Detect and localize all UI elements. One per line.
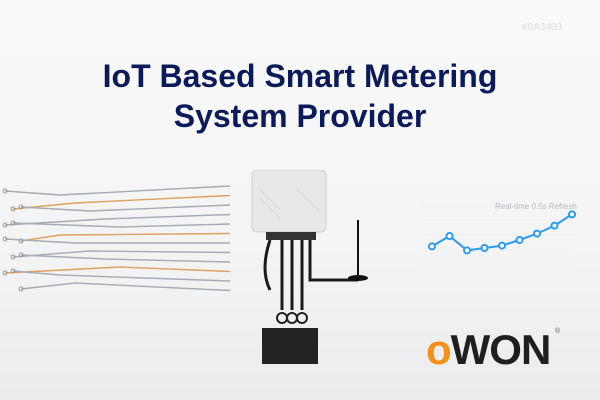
circuit-lines-graphic	[2, 185, 230, 292]
circuit-node	[10, 254, 16, 260]
smart-meter-device	[251, 170, 368, 364]
circuit-trace	[20, 204, 230, 212]
circuit-node	[10, 220, 16, 226]
circuit-node	[2, 236, 8, 242]
circuit-node	[18, 286, 24, 292]
chart-title: Real-time 0.5s Refresh	[495, 202, 577, 211]
circuit-trace	[12, 270, 230, 282]
circuit-node	[10, 268, 16, 274]
circuit-trace	[4, 213, 230, 226]
circuit-trace	[12, 194, 230, 210]
data-point	[498, 241, 506, 250]
registered-mark: ®	[555, 328, 561, 335]
circuit-trace	[4, 238, 230, 244]
circuit-trace	[20, 254, 230, 263]
circuit-node	[18, 252, 24, 258]
circuit-trace	[20, 282, 230, 292]
circuit-trace	[12, 222, 230, 228]
data-point	[463, 246, 471, 255]
circuit-node	[2, 270, 8, 276]
circuit-node	[2, 222, 8, 228]
circuit-node	[2, 188, 8, 194]
circuit-trace	[12, 250, 230, 258]
data-point	[480, 244, 489, 252]
circuit-trace	[20, 232, 230, 242]
circuit-trace	[4, 266, 230, 274]
data-point	[550, 221, 559, 230]
data-point	[428, 242, 436, 251]
data-point	[568, 210, 576, 219]
realtime-chart	[420, 204, 576, 281]
title-line-2: System Provider	[173, 98, 427, 134]
hex-watermark: #0A3403	[522, 22, 563, 33]
data-point	[445, 232, 454, 240]
owon-logo: oWON	[426, 326, 551, 373]
circuit-node	[18, 204, 24, 210]
page-title: IoT Based Smart Metering System Provider	[0, 56, 600, 136]
circuit-node	[18, 238, 24, 244]
circuit-node	[10, 206, 16, 212]
title-line-1: IoT Based Smart Metering	[102, 58, 498, 94]
circuit-trace	[4, 185, 230, 196]
data-point	[533, 229, 541, 238]
data-point	[515, 236, 524, 244]
